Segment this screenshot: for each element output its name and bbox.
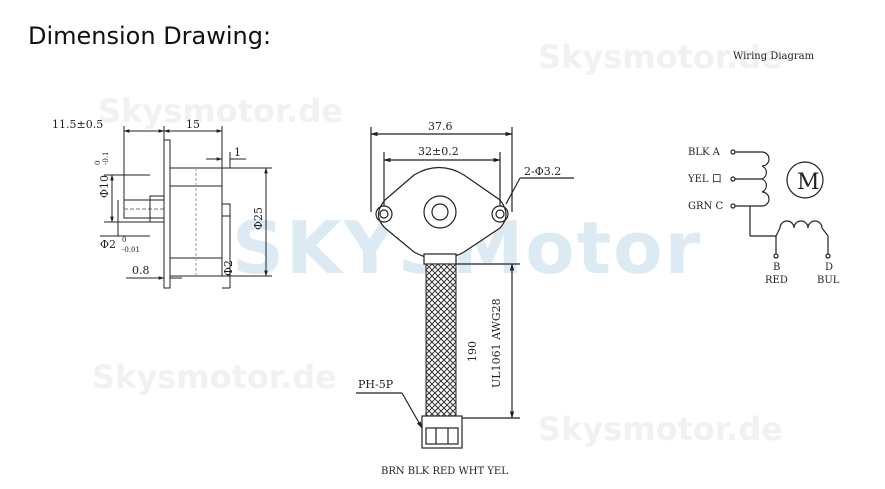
watermark-text: Skysmotor.de	[538, 410, 783, 448]
lead-label: B	[773, 262, 780, 273]
front-view	[370, 127, 574, 265]
lead-label: GRN C	[688, 201, 723, 212]
side-view-labels: 11.5±0.5 15 1 Φ10 0 -0.1 Φ2 0 -0.01 Φ25 …	[52, 118, 265, 277]
dim-tolerance: -0.01	[122, 246, 140, 254]
lead-label: YEL 口	[687, 174, 722, 185]
connector	[356, 263, 520, 449]
dim-label: Φ10	[98, 175, 111, 198]
wiring-labels: BLK A YEL 口 GRN C M B RED D BUL	[687, 147, 840, 286]
dim-label: 0.8	[132, 264, 150, 277]
dim-label: Φ2	[222, 260, 235, 276]
dim-label: Φ2	[100, 238, 116, 251]
watermark-text: Skysmotor.de	[92, 358, 337, 396]
dim-label: 190	[466, 341, 479, 362]
wire-colors-label: BRN BLK RED WHT YEL	[381, 466, 508, 477]
watermark-text: Skysmotor.de	[98, 92, 343, 130]
shaft-boss-front	[423, 195, 457, 229]
dim-label: 11.5±0.5	[52, 118, 103, 131]
flange-outline	[377, 166, 507, 260]
motor-symbol	[786, 161, 824, 199]
motor-label: M	[797, 170, 820, 195]
lead-wire-bundle	[425, 263, 457, 417]
coil-bd	[779, 220, 823, 229]
coil-ac	[760, 151, 770, 207]
dim-tolerance: -0.1	[102, 152, 110, 166]
dim-label: UL1061 AWG28	[490, 298, 503, 388]
wiring-diagram-title: Wiring Diagram	[733, 51, 815, 62]
connector-label: PH-5P	[358, 378, 394, 391]
lead-label: BLK A	[688, 147, 721, 158]
dim-label: 2-Φ3.2	[524, 165, 561, 178]
front-view-labels: 37.6 32±0.2 2-Φ3.2 190 UL1061 AWG28 PH-5…	[358, 120, 561, 477]
dim-tolerance: 0	[94, 161, 102, 165]
lead-label: D	[825, 262, 833, 273]
wiring-diagram	[730, 149, 831, 259]
dim-label: 1	[234, 146, 241, 159]
dim-label: 32±0.2	[418, 145, 459, 158]
dim-label: 37.6	[428, 120, 453, 133]
lead-label: RED	[765, 275, 788, 286]
side-view	[100, 126, 272, 289]
dim-tolerance: 0	[122, 236, 126, 244]
watermark-text: Skysmotor.de	[538, 38, 783, 76]
page-title: Dimension Drawing:	[28, 22, 272, 50]
lead-label: BUL	[817, 275, 840, 286]
dim-label: 15	[186, 118, 200, 131]
dim-label: Φ25	[252, 207, 265, 230]
